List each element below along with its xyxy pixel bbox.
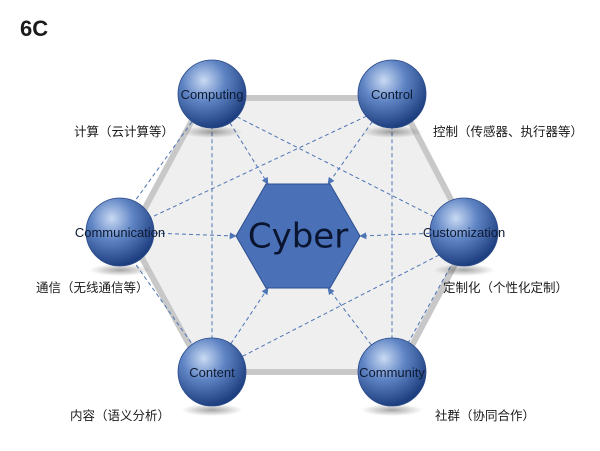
node-shadow [361, 404, 423, 416]
caption-community: 社群（协同合作） [435, 408, 536, 423]
customization-content-link [211, 241, 465, 373]
node-customization: Customization [423, 197, 505, 276]
node-label-control: Control [371, 87, 413, 102]
node-label-content: Content [189, 365, 235, 380]
node-sphere [85, 197, 155, 267]
community-to-cyber-arrow [327, 287, 372, 346]
communication-computing-link [119, 93, 213, 223]
node-sphere [357, 337, 427, 407]
node-shadow [89, 264, 151, 276]
page-title: 6C [20, 16, 49, 41]
node-sphere [177, 59, 247, 129]
communication-content-link [119, 241, 213, 373]
cyber-hexagon [235, 183, 361, 289]
control-communication-link [119, 103, 393, 233]
caption-customization: 定制化（个性化定制） [443, 280, 569, 295]
caption-content: 内容（语义分析） [70, 408, 171, 423]
cyber-label: Cyber [248, 217, 348, 257]
node-shadow [361, 126, 423, 138]
node-control: Control [357, 59, 427, 138]
node-content: Content [177, 337, 247, 416]
node-label-customization: Customization [423, 225, 505, 240]
node-sphere [357, 59, 427, 129]
customization-to-cyber-arrow [359, 232, 431, 240]
node-communication: Communication [75, 197, 165, 276]
node-shadow [181, 404, 243, 416]
computing-to-cyber-arrow [229, 122, 269, 185]
node-label-communication: Communication [75, 225, 165, 240]
control-to-cyber-arrow [327, 121, 373, 185]
caption-communication: 通信（无线通信等） [36, 280, 149, 295]
node-sphere [429, 197, 499, 267]
caption-computing: 计算（云计算等） [74, 124, 175, 139]
node-sphere [177, 337, 247, 407]
node-community: Community [357, 337, 427, 416]
node-shadow [181, 126, 243, 138]
node-computing: Computing [177, 59, 247, 138]
node-shadow [433, 264, 495, 276]
node-label-community: Community [359, 365, 425, 380]
caption-control: 控制（传感器、执行器等） [433, 124, 584, 139]
computing-customization-link [211, 103, 465, 233]
node-label-computing: Computing [181, 87, 244, 102]
